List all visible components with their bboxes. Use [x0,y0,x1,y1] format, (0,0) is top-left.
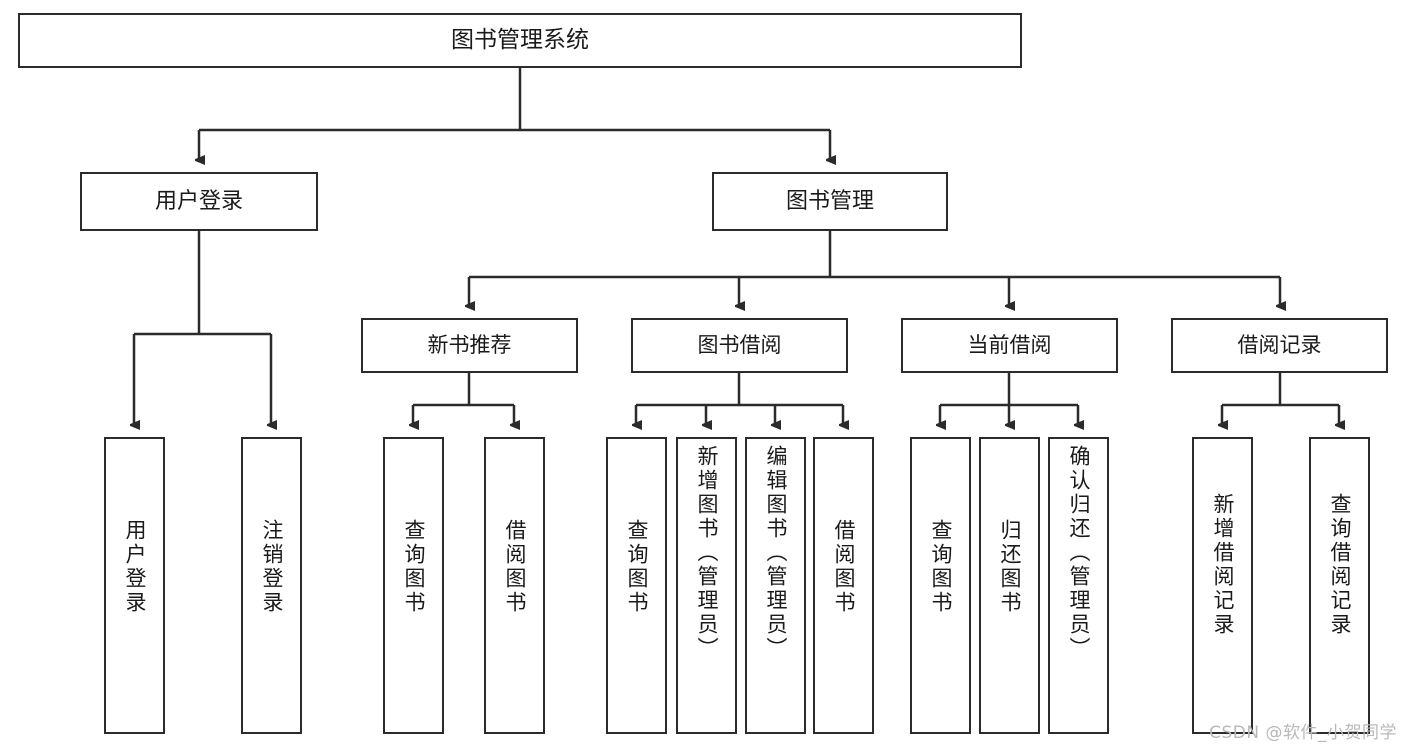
node-label: 借阅记录 [1237,333,1322,358]
node-label: 图书借阅 [697,333,782,358]
node-label: 图书管理 [785,188,874,214]
leaf-current-borrow-return-book[interactable]: 归还图书 [979,437,1040,734]
leaf-current-borrow-confirm-return-admin[interactable]: 确认归还（管理员） [1048,437,1109,734]
leaf-new-book-borrow-book[interactable]: 借阅图书 [484,437,545,734]
node-label: 当前借阅 [967,333,1052,358]
leaf-borrow-record-query-record[interactable]: 查询借阅记录 [1309,437,1370,734]
leaf-book-borrow-query-book[interactable]: 查询图书 [606,437,667,734]
node-label: 借阅图书 [503,519,527,615]
node-label: 确认归还（管理员） [1067,445,1091,661]
node-label: 查询借阅记录 [1328,493,1352,637]
node-label: 新增图书（管理员） [695,445,719,661]
node-current-borrow[interactable]: 当前借阅 [901,318,1118,373]
leaf-user-login-login[interactable]: 用户登录 [104,437,165,734]
node-label: 用户登录 [154,188,243,214]
leaf-new-book-query-book[interactable]: 查询图书 [383,437,444,734]
node-label: 注销登录 [260,519,284,615]
leaf-borrow-record-add-record[interactable]: 新增借阅记录 [1192,437,1253,734]
node-user-login[interactable]: 用户登录 [80,172,318,231]
node-book-management[interactable]: 图书管理 [712,172,948,231]
node-label: 查询图书 [929,519,953,615]
leaf-current-borrow-query-book[interactable]: 查询图书 [910,437,971,734]
csdn-watermark: CSDN @软件_小贺同学 [1209,723,1397,743]
leaf-user-login-logout[interactable]: 注销登录 [241,437,302,734]
leaf-book-borrow-add-book-admin[interactable]: 新增图书（管理员） [676,437,737,734]
node-label: 编辑图书（管理员） [764,445,788,661]
node-label: 查询图书 [625,519,649,615]
node-label: 查询图书 [402,519,426,615]
node-label: 新书推荐 [427,333,512,358]
node-label: 归还图书 [998,519,1022,615]
node-new-book-recommend[interactable]: 新书推荐 [361,318,578,373]
node-book-borrow[interactable]: 图书借阅 [631,318,848,373]
node-borrow-record[interactable]: 借阅记录 [1171,318,1388,373]
leaf-book-borrow-borrow-book[interactable]: 借阅图书 [813,437,874,734]
node-label: 图书管理系统 [451,27,589,54]
node-root-book-management-system[interactable]: 图书管理系统 [18,13,1022,68]
node-label: 用户登录 [123,519,147,615]
leaf-book-borrow-edit-book-admin[interactable]: 编辑图书（管理员） [745,437,806,734]
node-label: 新增借阅记录 [1211,493,1235,637]
node-label: 借阅图书 [832,519,856,615]
